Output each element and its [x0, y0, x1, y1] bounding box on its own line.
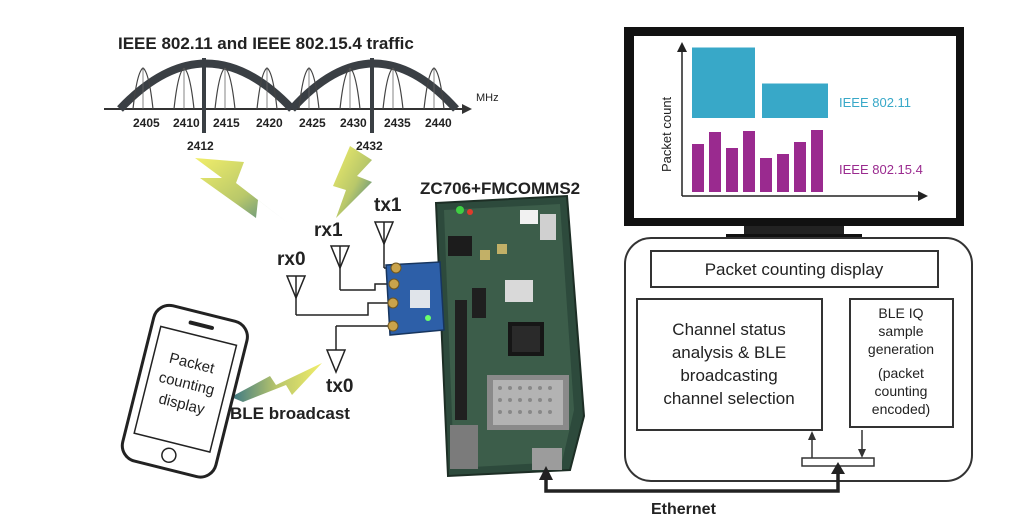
analysis-line-2: analysis & BLE	[672, 343, 786, 362]
ble-broadcast-bolt	[231, 363, 322, 402]
tick-label-2415: 2415	[213, 116, 240, 130]
antenna-label-tx1: tx1	[374, 195, 402, 216]
zc706-board: ZC706+FMCOMMS2	[385, 179, 586, 478]
zigbee-bars	[692, 130, 823, 192]
antenna-rx0	[285, 275, 392, 316]
iq-line-1: BLE IQ	[878, 305, 923, 321]
axis-arrow	[462, 104, 472, 114]
rf-signal-bolt-rx0	[195, 158, 288, 223]
board-label: ZC706+FMCOMMS2	[420, 179, 580, 198]
tick-label-2440: 2440	[425, 116, 452, 130]
ethernet-label: Ethernet	[651, 501, 717, 518]
wifi-channel-label-2432: 2432	[356, 139, 383, 153]
antenna-tx0	[325, 325, 392, 374]
tick-label-2435: 2435	[384, 116, 411, 130]
chart-y-axis-arrow	[677, 42, 687, 52]
ethernet-arrow-host	[831, 462, 845, 474]
zigbee-bar-5	[760, 158, 772, 192]
zigbee-bar-8	[811, 130, 823, 192]
tick-label-2410: 2410	[173, 116, 200, 130]
zigbee-bar-3	[726, 148, 738, 192]
wifi-channel-label-2412: 2412	[187, 139, 214, 153]
zigbee-channel-peaks	[132, 67, 445, 110]
arrow-from-iq	[858, 449, 866, 458]
tick-label-2420: 2420	[256, 116, 283, 130]
antenna-tx1	[373, 221, 396, 269]
rf-signal-bolt-rx1	[333, 146, 372, 218]
channel-analysis-box	[636, 298, 823, 431]
chart-y-label: Packet count	[659, 96, 674, 172]
host-pc-block: Packet counting display Channel status a…	[624, 237, 973, 482]
smartphone: Packet counting display	[120, 303, 249, 479]
iq-line-4: (packet	[878, 365, 924, 381]
legend-ieee-802154: IEEE 802.15.4	[839, 162, 923, 177]
zigbee-bar-7	[794, 142, 806, 192]
analysis-line-1: Channel status	[672, 320, 785, 339]
legend-ieee-80211: IEEE 802.11	[839, 95, 911, 110]
tick-label-2430: 2430	[340, 116, 367, 130]
iq-line-5: counting	[875, 383, 928, 399]
zigbee-bar-6	[777, 154, 789, 192]
spectrum-diagram: IEEE 802.11 and IEEE 802.15.4 traffic MH…	[104, 34, 499, 153]
unit-label: MHz	[476, 92, 499, 104]
zigbee-bar-2	[709, 132, 721, 192]
tick-label-2405: 2405	[133, 116, 160, 130]
iq-line-2: sample	[878, 323, 923, 339]
arrow-to-analysis	[808, 431, 816, 440]
antenna-rx1	[329, 245, 392, 291]
zigbee-bar-1	[692, 144, 704, 192]
analysis-line-3: broadcasting	[680, 366, 777, 385]
spectrum-title: IEEE 802.11 and IEEE 802.15.4 traffic	[118, 34, 414, 53]
iq-line-6: encoded)	[872, 401, 930, 417]
zigbee-bar-4	[743, 131, 755, 192]
chart-x-axis-arrow	[918, 191, 928, 201]
spectrum-tick-labels: 2405 2410 2415 2420 2425 2430 2435 2440	[133, 116, 452, 130]
wifi-bars	[692, 47, 828, 118]
ble-broadcast-label: BLE broadcast	[230, 404, 350, 423]
ble-iq-box	[849, 298, 954, 428]
antenna-label-rx0: rx0	[277, 249, 306, 270]
tv-monitor	[624, 27, 964, 239]
ethernet-arrow-board	[539, 466, 553, 480]
iq-line-3: generation	[868, 341, 934, 357]
packet-counting-display-box	[650, 250, 939, 288]
ethernet-link	[539, 462, 845, 493]
antenna-label-tx0: tx0	[326, 376, 353, 397]
antenna-label-rx1: rx1	[314, 220, 343, 241]
packet-counting-display-label: Packet counting display	[705, 260, 884, 279]
wifi-bar-1	[692, 47, 755, 118]
wifi-bar-2	[762, 83, 828, 118]
analysis-line-4: channel selection	[663, 389, 794, 408]
packet-count-chart: Packet count IEEE 802.11 IEEE 802.15.4	[659, 42, 928, 201]
tick-label-2425: 2425	[299, 116, 326, 130]
